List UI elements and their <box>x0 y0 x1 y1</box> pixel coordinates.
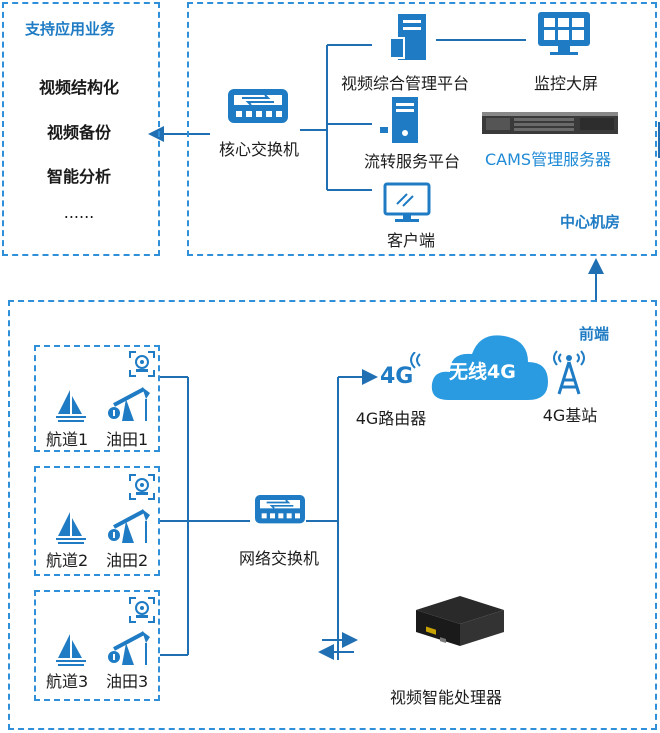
streaming-server-icon <box>380 97 418 143</box>
core-switch-label: 核心交换机 <box>218 140 300 159</box>
video-platform-label: 视频综合管理平台 <box>340 74 470 93</box>
site-box-2 <box>34 466 160 576</box>
server-icon <box>389 14 426 60</box>
client-label: 客户端 <box>386 231 436 250</box>
sailboat-icon <box>56 512 86 544</box>
camera-icon <box>129 597 155 623</box>
base-station-label: 4G基站 <box>542 406 598 425</box>
video-processor-icon <box>416 596 504 646</box>
network-switch-label: 网络交换机 <box>238 549 320 568</box>
oilfield-label-2: 油田2 <box>106 551 149 570</box>
center-room-label: 中心机房 <box>560 213 621 231</box>
center-room-panel <box>187 2 657 256</box>
channel-label-2: 航道2 <box>46 551 89 570</box>
core-switch-icon <box>228 89 288 123</box>
cloud-label: 无线4G <box>449 361 516 383</box>
oil-pump-icon <box>108 387 150 421</box>
oilfield-label-1: 油田1 <box>106 430 149 449</box>
site-box-1 <box>34 345 160 452</box>
oil-pump-icon <box>108 509 150 543</box>
oilfield-label-3: 油田3 <box>106 672 149 691</box>
wireless-4g-cloud-icon <box>431 335 548 400</box>
front-panel <box>8 300 657 730</box>
processor-label: 视频智能处理器 <box>389 688 503 707</box>
channel-label-3: 航道3 <box>46 672 89 691</box>
channel-label-1: 航道1 <box>46 430 89 449</box>
streaming-platform-label: 流转服务平台 <box>363 152 461 171</box>
router-label: 4G路由器 <box>355 409 427 428</box>
camera-icon <box>129 474 155 500</box>
base-station-icon <box>553 350 585 395</box>
app-item-video-backup: 视频备份 <box>46 123 111 142</box>
sailboat-icon <box>56 390 86 422</box>
site-box-3 <box>34 590 160 701</box>
app-item-video-structuring: 视频结构化 <box>38 78 119 97</box>
front-label: 前端 <box>579 325 610 343</box>
app-item-smart-analysis: 智能分析 <box>46 167 111 186</box>
cams-rack-server-icon <box>482 112 618 134</box>
apps-panel <box>2 2 160 256</box>
monitor-screen-icon <box>538 12 590 55</box>
signal-waves-icon <box>410 352 421 369</box>
client-monitor-icon <box>383 182 431 222</box>
network-switch-icon <box>255 495 305 524</box>
oil-pump-icon <box>108 631 150 665</box>
app-item-ellipsis: ...... <box>63 203 95 222</box>
camera-icon <box>129 351 155 377</box>
router-4g-badge: 4G <box>380 364 414 389</box>
sailboat-icon <box>56 634 86 666</box>
cams-server-label: CAMS管理服务器 <box>485 150 612 169</box>
monitor-screen-label: 监控大屏 <box>533 74 599 93</box>
apps-panel-title: 支持应用业务 <box>25 20 116 38</box>
